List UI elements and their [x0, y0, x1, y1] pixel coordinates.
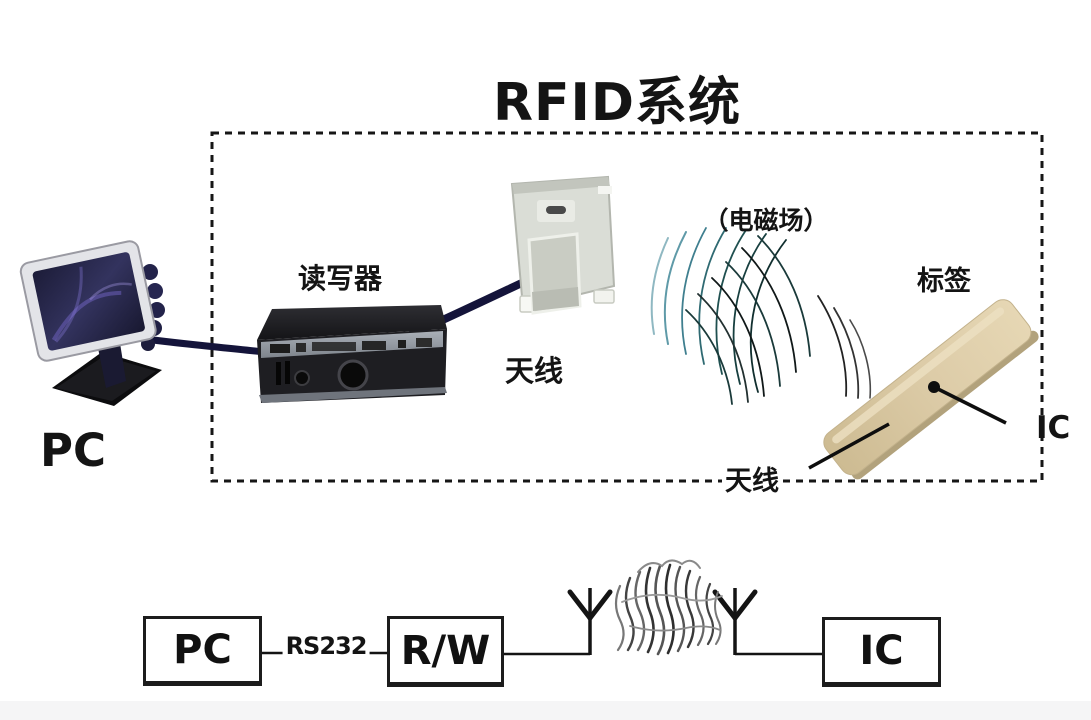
antenna-panel-icon: [510, 175, 616, 315]
rs232-label: RS232: [282, 632, 370, 660]
pc-block: PC: [143, 616, 262, 686]
reader-block-label: R/W: [400, 627, 491, 674]
em-field-icon: [650, 227, 872, 405]
tag-ic-label: IC: [1036, 410, 1071, 446]
antenna-label: 天线: [504, 354, 564, 388]
block-diagram-wires: [258, 588, 824, 656]
system-dashed-boundary: [210, 131, 1044, 483]
rfid-tag-icon: [808, 299, 1039, 480]
tag-antenna-pointer-line: [808, 422, 890, 470]
tag-label: 标签: [917, 266, 971, 297]
diagram-title: RFID系统: [492, 73, 742, 133]
pc-label: PC: [40, 424, 107, 477]
tag-antenna-label: 天线: [722, 459, 782, 498]
reader-block: R/W: [387, 616, 504, 687]
field-scribble-icon: [614, 559, 723, 656]
pc-monitor-icon: [19, 240, 165, 406]
ic-pointer-line: [933, 385, 1007, 425]
reader-device-icon: [257, 305, 447, 403]
antenna-symbol-right-icon: [712, 588, 758, 655]
ic-block-label: IC: [859, 628, 904, 674]
reader-label: 读写器: [297, 262, 383, 295]
pc-block-label: PC: [173, 627, 232, 673]
floor-shadow-band: [0, 701, 1091, 720]
antenna-symbol-left-icon: [567, 588, 613, 655]
em-field-label: （电磁场）: [703, 206, 829, 235]
ic-block: IC: [822, 617, 941, 687]
